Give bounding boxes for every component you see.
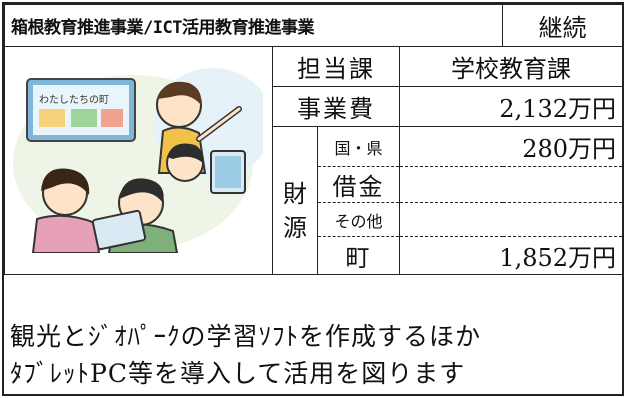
whiteboard-icon: わたしたちの町 (26, 78, 136, 142)
funding-value-national: 280万円 (398, 126, 624, 167)
funding-group-text: 財源 (283, 179, 307, 242)
cost-value: 2,132万円 (398, 86, 624, 127)
project-description: 観光とｼﾞｵﾊﾟｰｸの学習ｿﾌﾄを作成するほか ﾀﾌﾞﾚｯﾄPC等を導入して活用… (4, 314, 622, 396)
department-value: 学校教育課 (398, 46, 624, 87)
student-figure-icon (166, 143, 246, 194)
funding-label-other: その他 (317, 202, 400, 237)
illustration-cell: わたしたちの町 (4, 46, 273, 275)
student-figure-icon (31, 168, 101, 253)
funding-value-debt (398, 166, 624, 203)
board-label: わたしたちの町 (39, 94, 109, 106)
funding-label-town: 町 (317, 236, 400, 275)
funding-group-label: 財源 (272, 126, 318, 275)
project-title: 箱根教育推進事業/ICT活用教育推進事業 (3, 4, 504, 47)
funding-label-national: 国・県 (317, 126, 400, 167)
description-line-2: ﾀﾌﾞﾚｯﾄPC等を導入して活用を図ります (10, 359, 466, 388)
funding-value-town: 1,852万円 (398, 236, 624, 275)
cost-label: 事業費 (272, 86, 400, 127)
project-table: 箱根教育推進事業/ICT活用教育推進事業 継続 わたしたちの町 (3, 4, 624, 275)
status-badge: 継続 (502, 4, 624, 47)
funding-value-other (398, 202, 624, 237)
description-line-1: 観光とｼﾞｵﾊﾟｰｸの学習ｿﾌﾄを作成するほか (10, 322, 482, 351)
department-label: 担当課 (272, 46, 400, 87)
classroom-illustration: わたしたちの町 (13, 68, 263, 253)
student-figure-icon (91, 178, 179, 253)
funding-label-debt: 借金 (317, 166, 400, 203)
